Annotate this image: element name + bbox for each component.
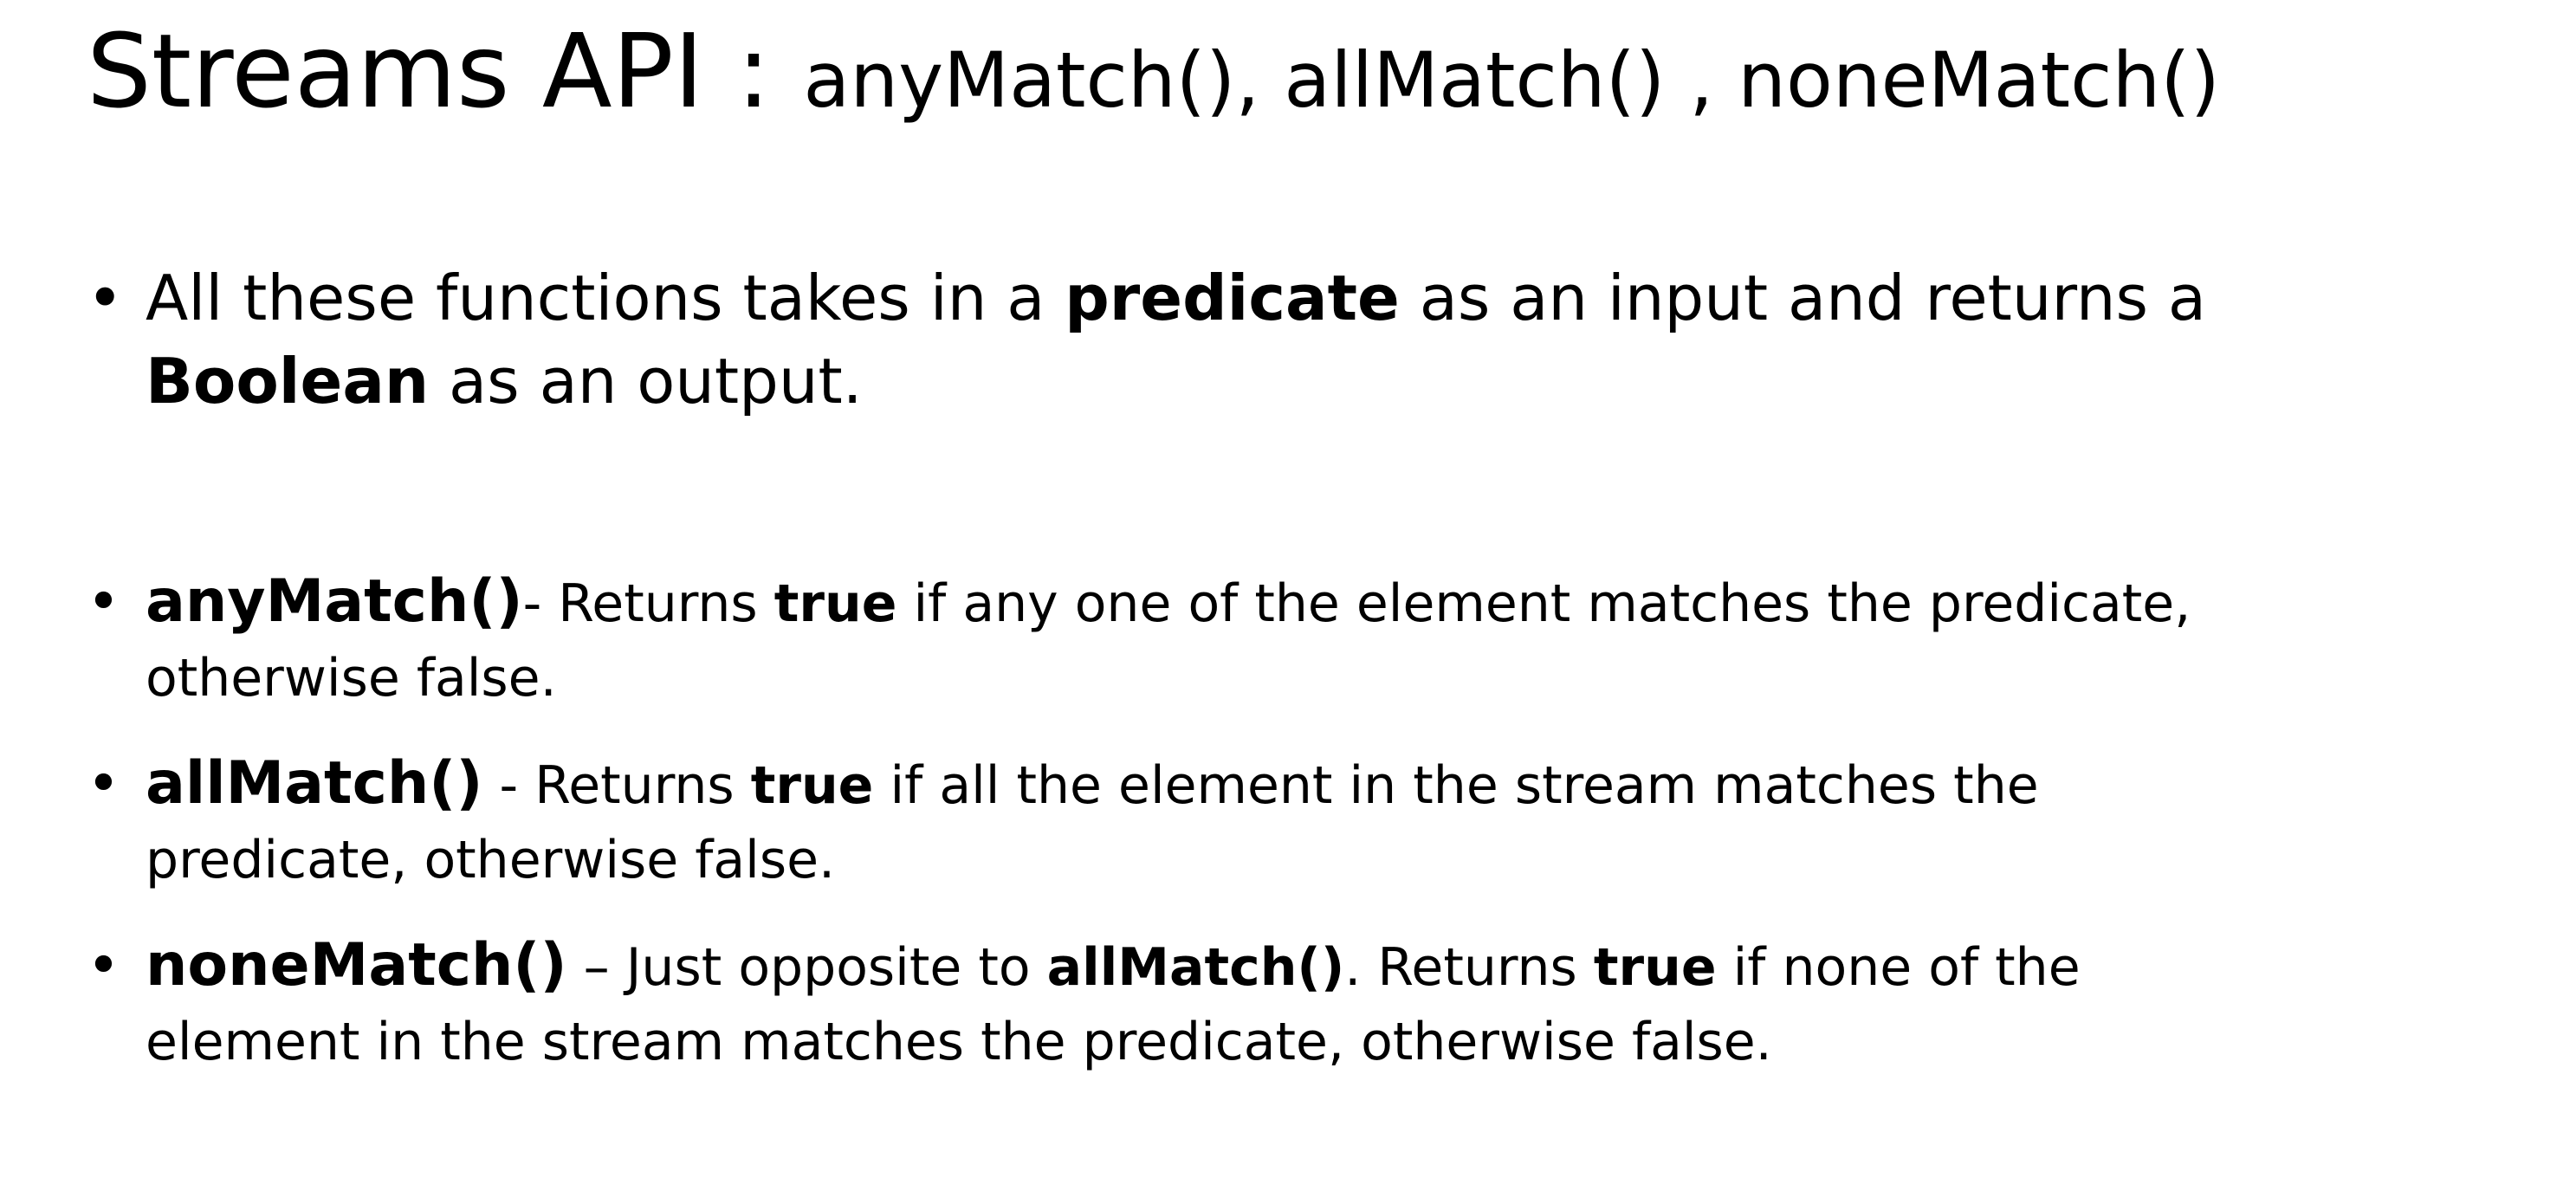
nonematch-line-2: element in the stream matches the predic… (146, 1012, 1772, 1072)
nonematch-text: – Just opposite to (566, 937, 1047, 998)
nonematch-allmatch-ref: allMatch() (1046, 937, 1345, 998)
allmatch-text: if all the element in the stream matches… (873, 755, 2039, 816)
anymatch-name: anyMatch() (146, 567, 523, 636)
nonematch-text: if none of the (1716, 937, 2081, 998)
title-main: Streams API : (87, 11, 804, 131)
intro-text: as an output. (429, 345, 863, 417)
bullet-anymatch-text: anyMatch()- Returns true if any one of t… (146, 565, 2484, 715)
bullet-dot: • (87, 262, 124, 334)
intro-text: All these functions takes in a (146, 262, 1065, 334)
anymatch-line-1: anyMatch()- Returns true if any one of t… (146, 565, 2484, 641)
intro-line-1: All these functions takes in a predicate… (146, 256, 2484, 340)
bullet-dot: • (87, 932, 120, 999)
allmatch-line-2: predicate, otherwise false. (146, 830, 836, 890)
nonematch-line-1: noneMatch() – Just opposite to allMatch(… (146, 929, 2484, 1005)
allmatch-true: true (750, 755, 874, 816)
bullet-dot: • (87, 750, 120, 817)
anymatch-text: - Returns (522, 573, 774, 634)
allmatch-line-1: allMatch() - Returns true if all the ele… (146, 747, 2484, 823)
anymatch-text: if any one of the element matches the pr… (896, 573, 2191, 634)
intro-line-2: Boolean as an output. (146, 340, 2484, 423)
anymatch-line-2: otherwise false. (146, 648, 557, 709)
allmatch-name: allMatch() (146, 749, 483, 818)
allmatch-text: - Returns (482, 755, 751, 816)
bullet-nonematch-text: noneMatch() – Just opposite to allMatch(… (146, 929, 2484, 1079)
nonematch-name: noneMatch() (146, 931, 567, 1000)
intro-boolean: Boolean (146, 345, 430, 417)
slide-title: Streams API : anyMatch(), allMatch() , n… (87, 15, 2220, 128)
nonematch-true: true (1593, 937, 1717, 998)
intro-predicate: predicate (1065, 262, 1400, 334)
title-subtitle: anyMatch(), allMatch() , noneMatch() (803, 36, 2220, 125)
bullet-dot: • (87, 568, 120, 635)
nonematch-text: . Returns (1344, 937, 1594, 998)
anymatch-true: true (773, 573, 897, 634)
bullet-intro-text: All these functions takes in a predicate… (146, 256, 2484, 423)
bullet-allmatch-text: allMatch() - Returns true if all the ele… (146, 747, 2484, 897)
intro-text: as an input and returns a (1399, 262, 2207, 334)
